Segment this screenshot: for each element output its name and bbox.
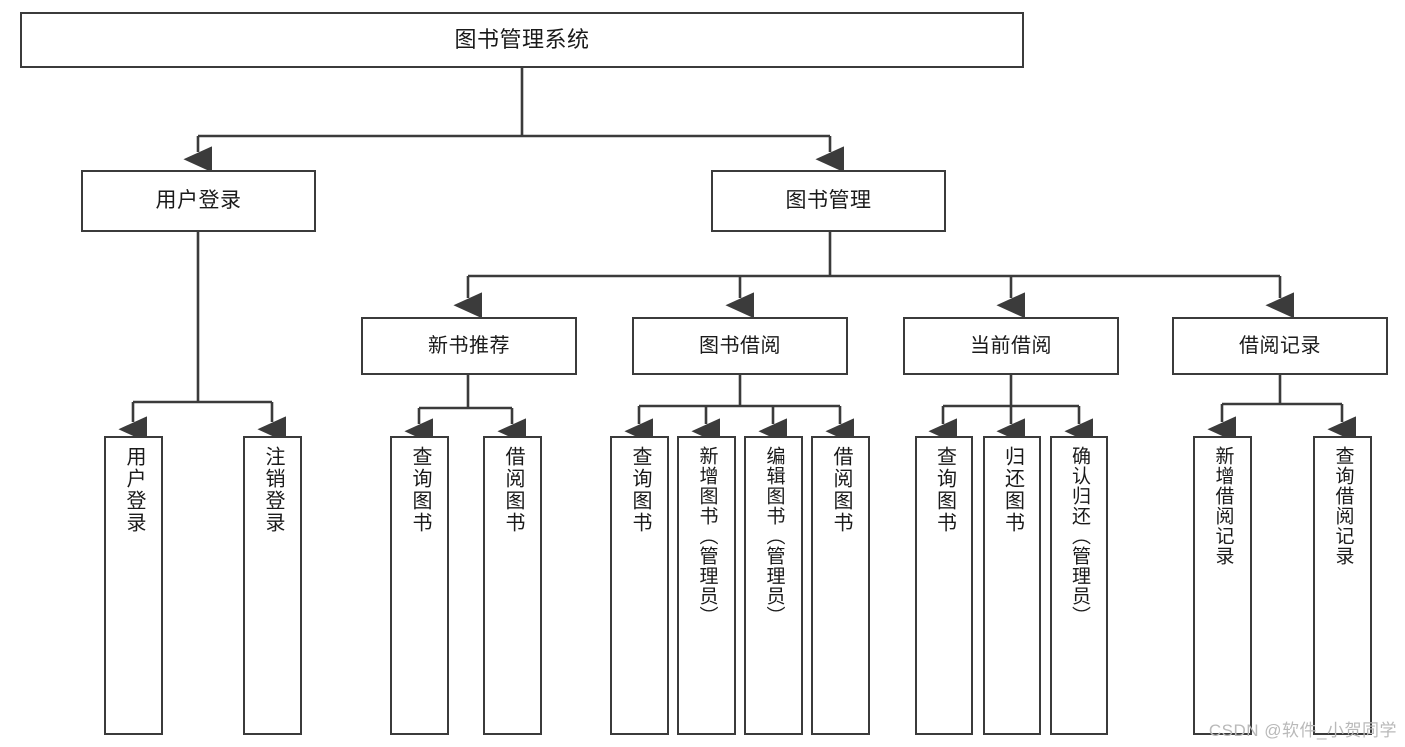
node-label: 借阅记录 xyxy=(1239,334,1321,357)
node-label: 新增图书（管理员） xyxy=(696,446,718,626)
leaf-query-book-borrow[interactable]: 查询图书 xyxy=(610,436,669,735)
node-label: 查询借阅记录 xyxy=(1332,446,1354,566)
node-label: 查询图书 xyxy=(933,446,956,534)
node-book-management[interactable]: 图书管理 xyxy=(711,170,946,232)
leaf-add-book-admin[interactable]: 新增图书（管理员） xyxy=(677,436,736,735)
leaf-return-book[interactable]: 归还图书 xyxy=(983,436,1041,735)
node-label: 编辑图书（管理员） xyxy=(763,446,785,626)
node-root-system[interactable]: 图书管理系统 xyxy=(20,12,1024,68)
node-label: 确认归还（管理员） xyxy=(1068,446,1090,626)
node-label: 归还图书 xyxy=(1001,446,1024,534)
node-label: 图书管理系统 xyxy=(454,27,590,53)
node-current-borrow[interactable]: 当前借阅 xyxy=(903,317,1119,375)
node-label: 当前借阅 xyxy=(970,334,1052,357)
node-label: 图书借阅 xyxy=(699,334,781,357)
node-borrow-record[interactable]: 借阅记录 xyxy=(1172,317,1388,375)
node-label: 借阅图书 xyxy=(830,446,852,534)
node-label: 查询图书 xyxy=(409,446,431,534)
node-label: 查询图书 xyxy=(629,446,651,534)
node-new-book-recommend[interactable]: 新书推荐 xyxy=(361,317,577,375)
node-label: 新书推荐 xyxy=(428,334,510,357)
node-label: 用户登录 xyxy=(123,446,145,534)
node-label: 借阅图书 xyxy=(502,446,524,534)
leaf-add-borrow-record[interactable]: 新增借阅记录 xyxy=(1193,436,1252,735)
leaf-query-book-current[interactable]: 查询图书 xyxy=(915,436,973,735)
leaf-logout[interactable]: 注销登录 xyxy=(243,436,302,735)
node-label: 新增借阅记录 xyxy=(1212,446,1234,566)
leaf-borrow-book[interactable]: 借阅图书 xyxy=(811,436,870,735)
leaf-user-login[interactable]: 用户登录 xyxy=(104,436,163,735)
node-book-borrow[interactable]: 图书借阅 xyxy=(632,317,848,375)
leaf-query-borrow-record[interactable]: 查询借阅记录 xyxy=(1313,436,1372,735)
leaf-confirm-return-admin[interactable]: 确认归还（管理员） xyxy=(1050,436,1108,735)
leaf-query-book-recommend[interactable]: 查询图书 xyxy=(390,436,449,735)
node-user-login[interactable]: 用户登录 xyxy=(81,170,316,232)
node-label: 注销登录 xyxy=(262,446,284,534)
leaf-edit-book-admin[interactable]: 编辑图书（管理员） xyxy=(744,436,803,735)
watermark: CSDN @软件_小贺同学 xyxy=(1208,721,1397,740)
node-label: 图书管理 xyxy=(785,188,872,212)
node-label: 用户登录 xyxy=(155,188,242,212)
leaf-borrow-book-recommend[interactable]: 借阅图书 xyxy=(483,436,542,735)
